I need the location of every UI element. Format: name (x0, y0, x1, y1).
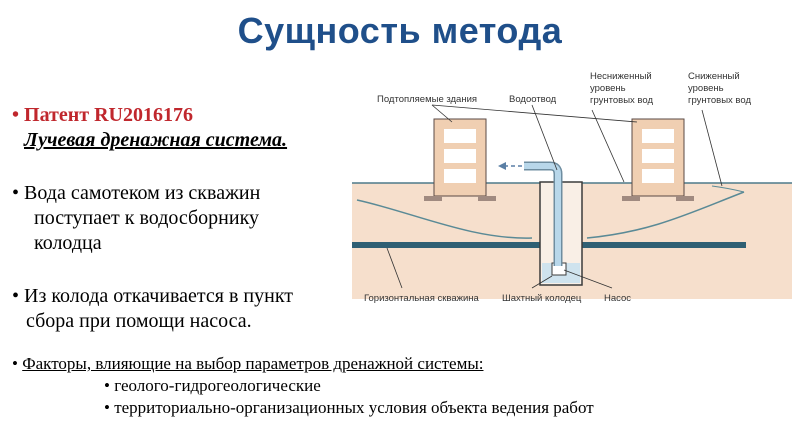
bullet: • (12, 285, 20, 307)
point-1-line-3: колодца (34, 232, 102, 254)
water-table-left (356, 199, 533, 239)
label-buildings: Подтопляемые здания (377, 94, 477, 105)
horizontal-borehole-left (352, 242, 542, 248)
label-lowered-2: уровень (688, 83, 724, 94)
label-shaft: Шахтный колодец (502, 293, 582, 304)
point-2-line-1: Из колода откачивается в пункт (24, 285, 294, 307)
point-1-line-2: поступает к водосборнику (34, 207, 260, 229)
building-right (622, 118, 694, 201)
building-left (424, 118, 496, 201)
factors-heading: Факторы, влияющие на выбор параметров др… (22, 354, 484, 373)
bullet: • (104, 398, 110, 417)
bullet: • (12, 182, 20, 204)
label-pump: Насос (604, 293, 631, 304)
label-lowered-3: грунтовых вод (688, 95, 751, 106)
bullet: • (12, 354, 18, 373)
label-borehole: Горизонтальная скважина (364, 293, 480, 304)
factors-block: • Факторы, влияющие на выбор параметров … (12, 353, 594, 419)
patent-label: Патент RU2016176 (24, 104, 193, 126)
factor-item-1: геолого-гидрогеологические (114, 376, 321, 395)
point-2-line-2: сбора при помощи насоса. (26, 310, 252, 332)
label-lowered-1: Сниженный (688, 71, 740, 82)
bullet: • (104, 376, 110, 395)
label-unlowered-3: грунтовых вод (590, 95, 653, 106)
label-unlowered-2: уровень (590, 83, 626, 94)
point-1-line-1: Вода самотеком из скважин (24, 182, 261, 204)
label-unlowered-1: Несниженный (590, 71, 652, 82)
point-1: • Вода самотеком из скважин поступает к … (12, 181, 260, 256)
drainage-diagram: Подтопляемые здания Водоотвод Несниженны… (352, 71, 792, 304)
horizontal-borehole-right (580, 242, 746, 248)
point-2: • Из колода откачивается в пункт сбора п… (12, 284, 293, 334)
factor-item-2: территориально-организационных условия о… (114, 398, 594, 417)
patent-subtitle: Лучевая дренажная система. (24, 129, 288, 151)
bullet: • (12, 104, 20, 126)
page-title: Сущность метода (237, 10, 563, 51)
label-drain: Водоотвод (509, 94, 557, 105)
patent-block: • Патент RU2016176 Лучевая дренажная сис… (12, 103, 287, 153)
water-table-right (586, 191, 745, 239)
